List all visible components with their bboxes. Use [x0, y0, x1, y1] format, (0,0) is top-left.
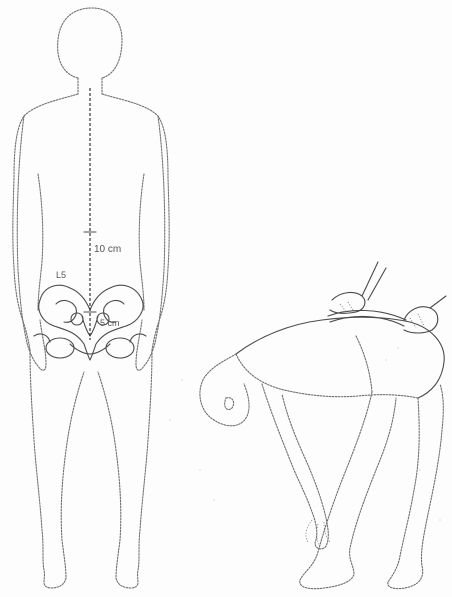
standing-left-side	[13, 94, 78, 350]
bending-ear	[225, 398, 234, 410]
examiner-right-hand	[404, 296, 446, 333]
examiner-fingers	[340, 302, 424, 328]
standing-neck	[78, 78, 102, 94]
bending-back	[236, 317, 444, 398]
standing-left-arm	[17, 116, 46, 370]
standing-head	[58, 8, 122, 78]
standing-left-leg	[30, 350, 84, 588]
standing-right-side	[102, 94, 169, 350]
bending-back-leg	[388, 384, 443, 589]
standing-left-waist	[38, 174, 43, 310]
lower-distance-label: 5 cm	[100, 318, 120, 328]
standing-right-waist	[139, 174, 144, 310]
standing-figure	[13, 8, 169, 588]
examiner-left-hand	[330, 262, 386, 313]
vertebra-label: L5	[56, 270, 66, 280]
pelvis-bones	[34, 285, 146, 360]
upper-distance-label: 10 cm	[94, 244, 121, 255]
standing-right-arm	[136, 116, 165, 370]
bending-figure	[200, 262, 446, 589]
bending-front-leg	[300, 392, 396, 589]
bending-waistline	[356, 336, 372, 392]
standing-right-leg	[98, 350, 152, 588]
bending-torso-front	[236, 354, 418, 398]
